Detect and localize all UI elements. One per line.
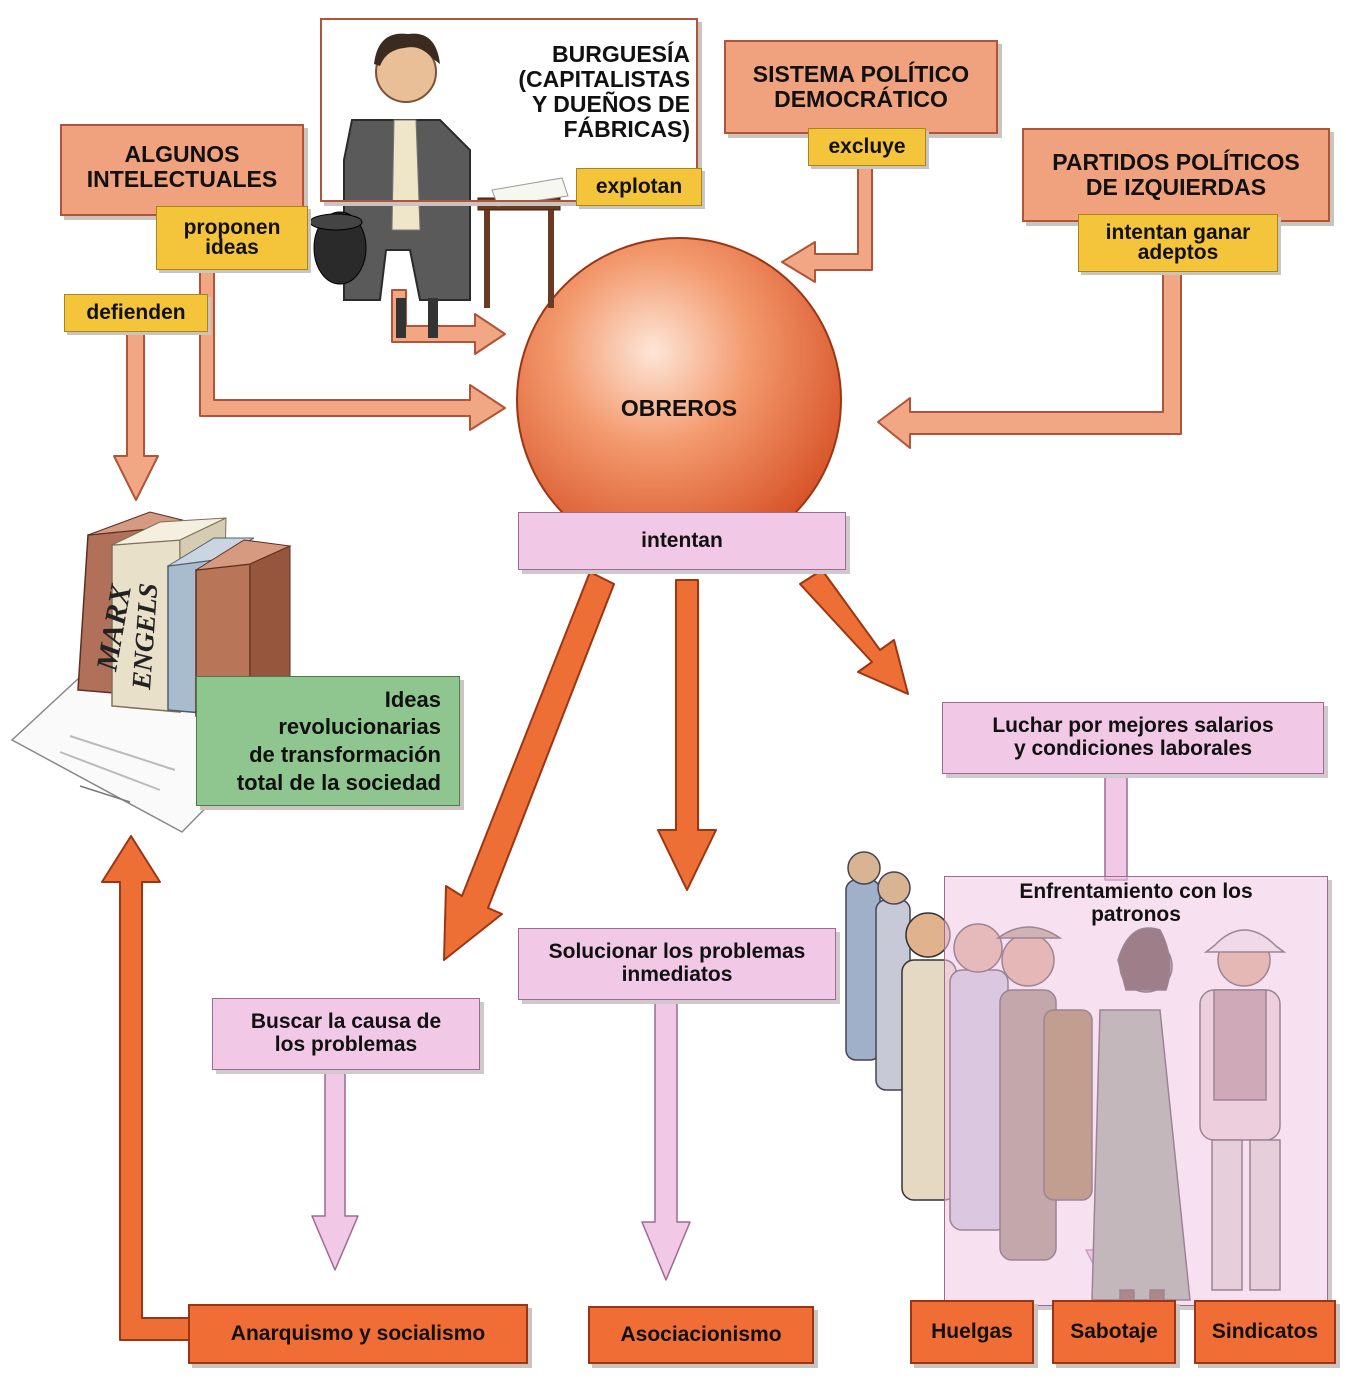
sistema-politico-box: SISTEMA POLÍTICO DEMOCRÁTICO [724,40,998,134]
anarquismo-socialismo-box: Anarquismo y socialismo [188,1304,528,1364]
obreros-label: OBREROS [620,394,738,421]
capitalist-figure [309,33,569,338]
intelectuales-box: ALGUNOS INTELECTUALES [60,124,304,216]
relation-proponen-ideas: proponen ideas [156,206,308,270]
arrow-buscar-anarquismo [311,1069,359,1271]
burguesia-box [320,18,698,202]
asociacionismo-box: Asociacionismo [588,1306,814,1364]
burguesia-label: BURGUESÍA (CAPITALISTAS Y DUEÑOS DE FÁBR… [518,41,690,142]
relation-intentan: intentan [518,512,846,570]
huelgas-box: Huelgas [910,1300,1034,1364]
relation-defienden: defienden [64,294,208,332]
arrow-obreros-solucionar [657,579,717,891]
arrow-proponen-obreros [199,267,506,431]
buscar-causa-box: Buscar la causa de los problemas [212,998,480,1070]
arrow-solucionar-asociacionismo [641,999,691,1281]
connector-luchar-enfrentamiento [1104,773,1128,881]
sindicatos-box: Sindicatos [1194,1300,1336,1364]
relation-explotan: explotan [576,168,702,206]
solucionar-problemas-box: Solucionar los problemas inmediatos [518,928,836,1000]
luchar-salarios-box: Luchar por mejores salarios y condicione… [942,702,1324,774]
sabotaje-box: Sabotaje [1052,1300,1176,1364]
book-engels-spine: ENGELS [126,582,163,691]
arrow-partidos-obreros [877,271,1182,449]
arrow-excluye-obreros [781,161,873,283]
arrow-obreros-luchar [799,569,909,695]
arrow-anarquismo-ideas [101,835,197,1341]
arrow-obreros-buscar [443,571,615,961]
enfrentamiento-box: Enfrentamiento con los patronos [944,876,1328,1306]
partidos-box: PARTIDOS POLÍTICOS DE IZQUIERDAS [1022,128,1330,222]
relation-excluye: excluye [808,128,926,166]
relation-intentan-ganar-adeptos: intentan ganar adeptos [1078,214,1278,272]
arrow-defienden-books [113,331,159,501]
ideas-revolucionarias-box: Ideas revolucionarias de transformación … [196,676,460,806]
